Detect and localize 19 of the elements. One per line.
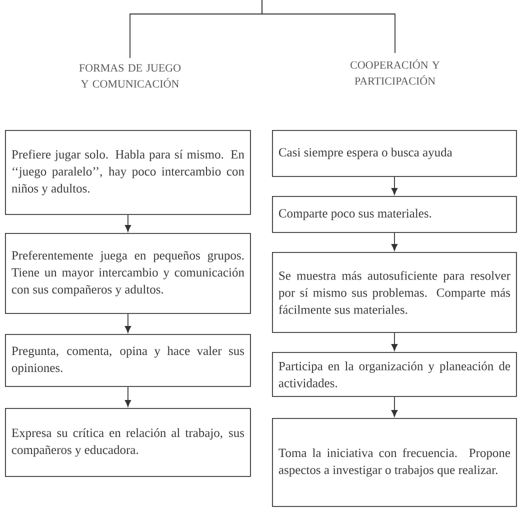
arrow — [391, 332, 398, 351]
arrow — [124, 386, 132, 407]
text-box: Toma la iniciativa con frecuencia. Propone aspectos a investigar o trabajos que realizar. — [272, 418, 517, 507]
text-box: Expresa su crítica en relación al trabajo, sus compañeros y educadora. — [5, 408, 251, 477]
text-box: Preferentemente juega en pequeños grupos. Tiene un mayor intercambio y comunicación con sus compañeros y adultos. — [5, 233, 251, 314]
text-box: Se muestra más autosuficiente para resolver por sí mismo sus problemas. Comparte más fácilmente sus materiales. — [272, 252, 517, 333]
text-box: Prefiere jugar solo. Habla para sí mismo. En ‘‘juego paralelo’’, hay poco intercambio con niños y adultos. — [5, 130, 251, 215]
text-box: Casi siempre espera o busca ayuda — [272, 130, 517, 177]
arrow — [124, 214, 132, 232]
connector-line — [262, 0, 396, 54]
text-box: Participa en la organización y planeación de actividades. — [272, 352, 517, 397]
arrow — [391, 232, 398, 251]
text-box: Comparte poco sus materiales. — [272, 196, 517, 233]
column-heading: FORMAS DE JUEGO Y COMUNICACIÓN — [79, 64, 181, 88]
arrow — [391, 176, 398, 195]
arrow — [124, 313, 132, 333]
column-heading: COOPERACIÓN Y PARTICIPACIÓN — [350, 59, 440, 85]
text-box: Pregunta, comenta, opina y hace valer sus opiniones. — [5, 334, 251, 387]
arrow — [391, 396, 398, 417]
